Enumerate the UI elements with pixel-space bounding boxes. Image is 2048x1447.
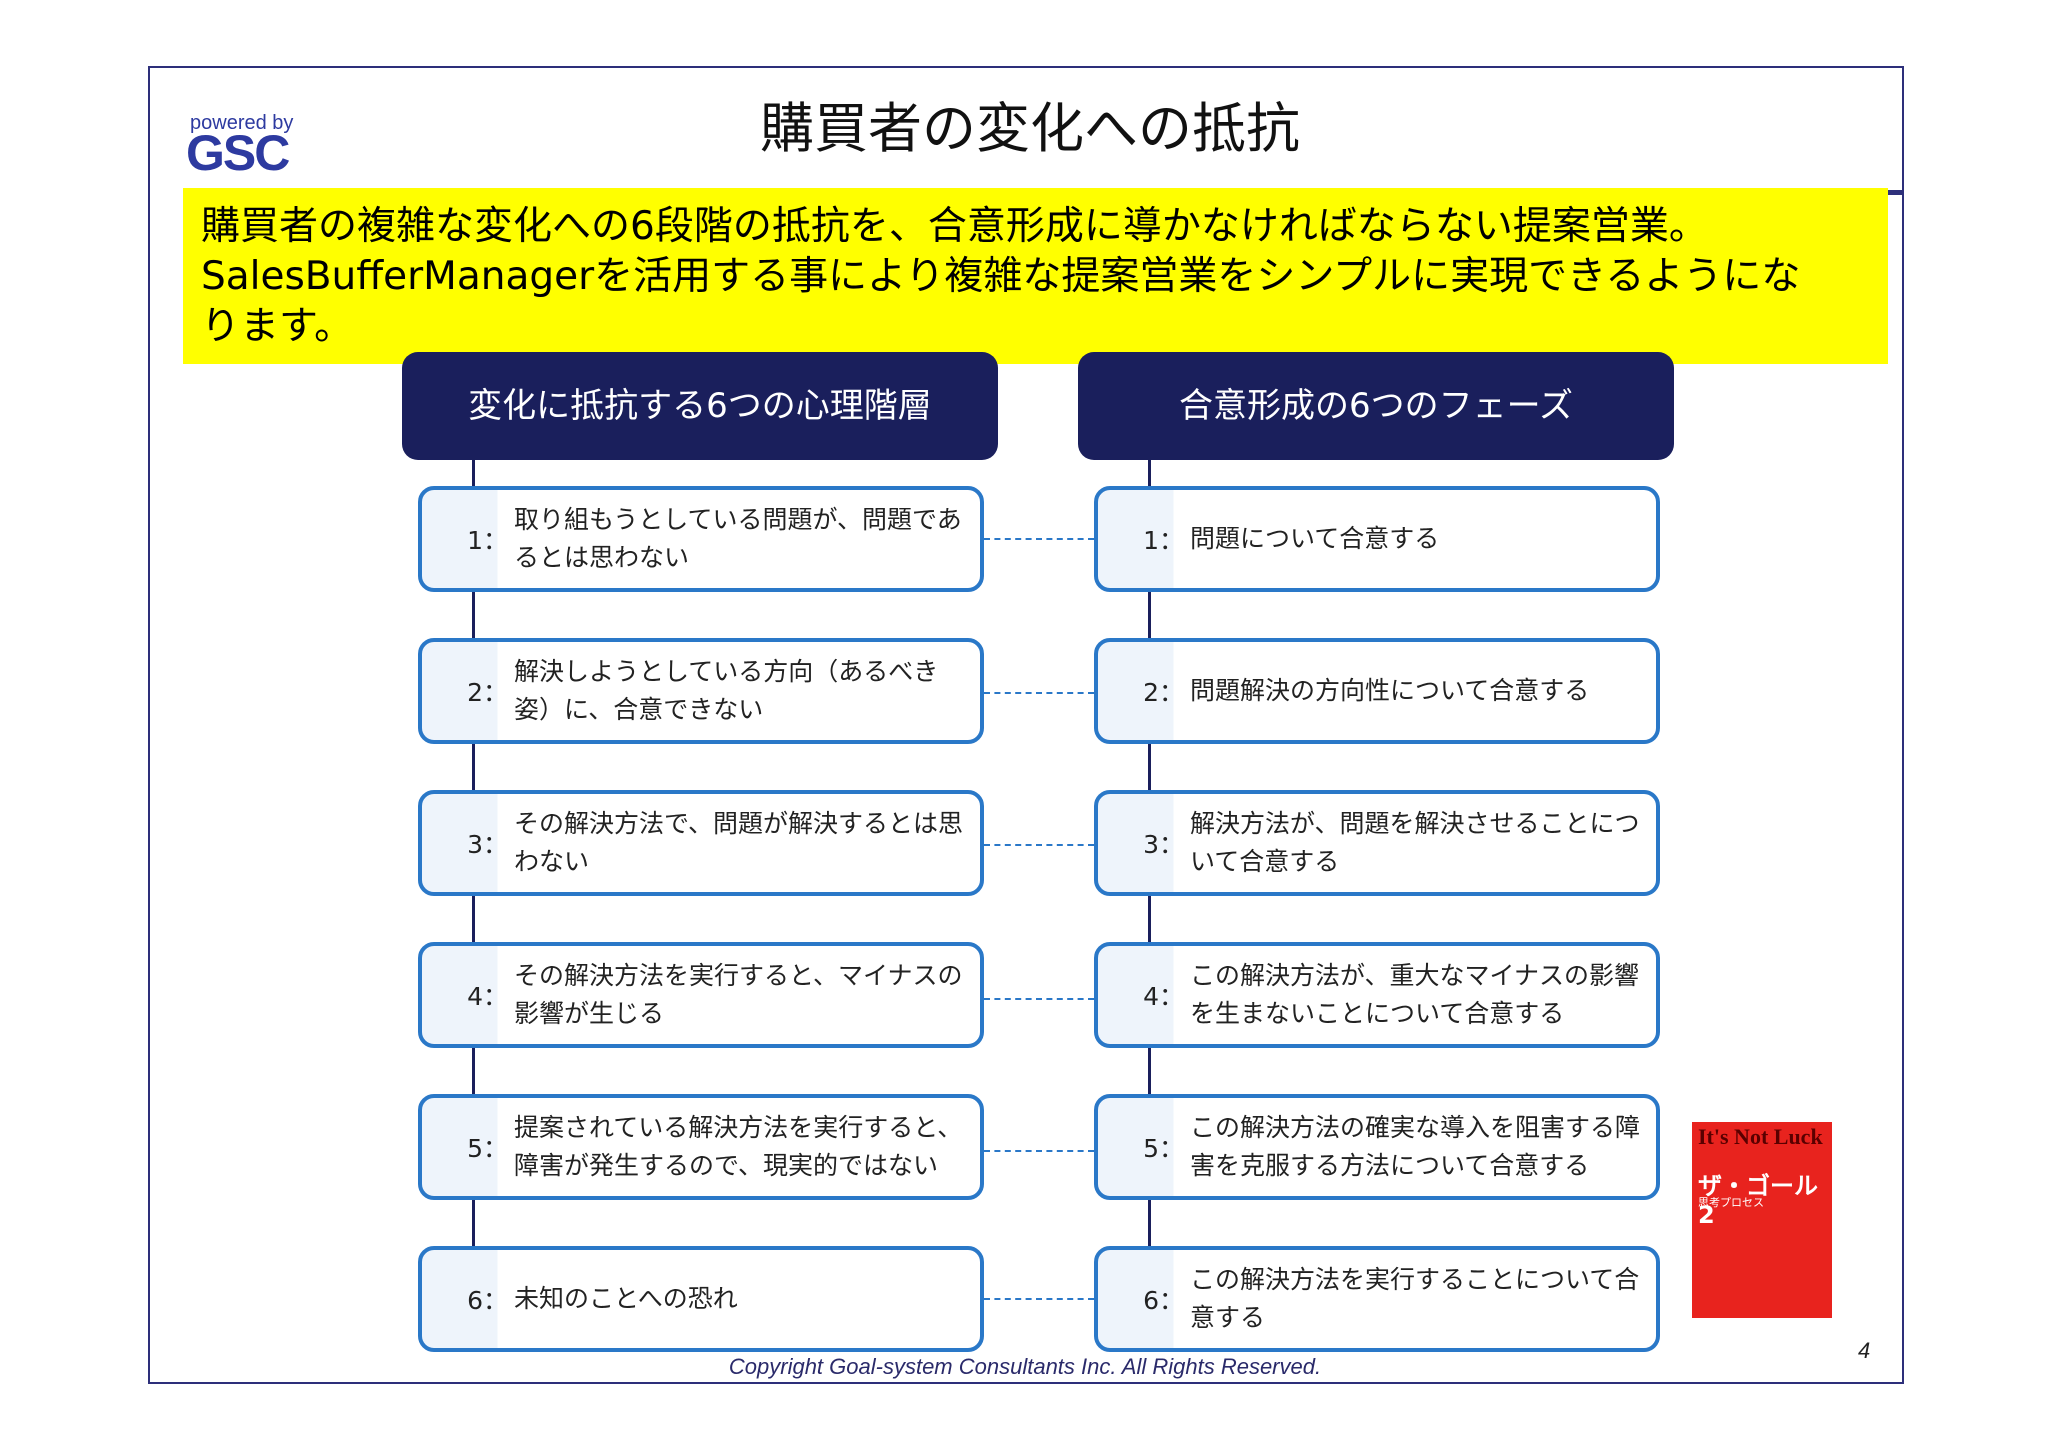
step-number: 6： <box>467 1286 508 1315</box>
banner-line-2: SalesBufferManagerを活用する事により複雑な提案営業をシンプルに… <box>201 254 1801 299</box>
step-number: 4： <box>467 982 508 1011</box>
logo-gsc: GSC <box>186 125 290 181</box>
step-text: 解決方法が、問題を解決させることについて合意する <box>1190 809 1640 876</box>
step-number: 4： <box>1143 982 1184 1011</box>
book-title-japanese: ザ・ゴール2 <box>1698 1172 1818 1229</box>
left-step-1: 1： 取り組もうとしている問題が、問題であるとは思わない <box>418 486 984 592</box>
right-step-5: 5： この解決方法の確実な導入を阻害する障害を克服する方法について合意する <box>1094 1094 1660 1200</box>
left-step-4: 4： その解決方法を実行すると、マイナスの影響が生じる <box>418 942 984 1048</box>
right-step-4: 4： この解決方法が、重大なマイナスの影響を生まないことについて合意する <box>1094 942 1660 1048</box>
right-step-1: 1： 問題について合意する <box>1094 486 1660 592</box>
banner-line-1: 購買者の複雑な変化への6段階の抵抗を、合意形成に導かなければならない提案営業。 <box>201 204 1708 249</box>
banner-line-3: ります。 <box>201 304 354 349</box>
step-text: 解決しようとしている方向（あるべき姿）に、合意できない <box>514 657 939 724</box>
step-text: この解決方法が、重大なマイナスの影響を生まないことについて合意する <box>1190 961 1640 1028</box>
step-text: 未知のことへの恐れ <box>514 1284 738 1313</box>
step-number: 6： <box>1143 1286 1184 1315</box>
step-number: 3： <box>1143 830 1184 859</box>
page-number: 4 <box>1858 1338 1871 1363</box>
book-cover-image: It's Not Luck ザ・ゴール2 思考プロセス <box>1692 1122 1832 1318</box>
step-number: 5： <box>1143 1134 1184 1163</box>
step-number: 3： <box>467 830 508 859</box>
step-number: 1： <box>1143 526 1184 555</box>
right-step-3: 3： 解決方法が、問題を解決させることについて合意する <box>1094 790 1660 896</box>
step-text: 問題について合意する <box>1190 524 1440 553</box>
copyright-text: Copyright Goal-system Consultants Inc. A… <box>728 1354 1322 1379</box>
step-link-1 <box>984 538 1094 540</box>
step-number: 1： <box>467 526 508 555</box>
book-title-english: It's Not Luck <box>1698 1124 1823 1149</box>
step-text: 問題解決の方向性について合意する <box>1190 676 1590 705</box>
step-link-6 <box>984 1298 1094 1300</box>
right-column-header: 合意形成の6つのフェーズ <box>1078 352 1674 460</box>
step-link-4 <box>984 998 1094 1000</box>
left-step-6: 6： 未知のことへの恐れ <box>418 1246 984 1352</box>
step-number: 2： <box>1143 678 1184 707</box>
step-text: その解決方法で、問題が解決するとは思わない <box>514 809 964 876</box>
logo-powered-by: powered by <box>190 112 294 134</box>
left-column-header: 変化に抵抗する6つの心理階層 <box>402 352 998 460</box>
left-step-2: 2： 解決しようとしている方向（あるべき姿）に、合意できない <box>418 638 984 744</box>
book-subtitle: 思考プロセス <box>1698 1196 1764 1209</box>
step-text: 提案されている解決方法を実行すると、障害が発生するので、現実的ではない <box>514 1113 963 1180</box>
step-number: 2： <box>467 678 508 707</box>
step-text: この解決方法の確実な導入を阻害する障害を克服する方法について合意する <box>1190 1113 1641 1180</box>
left-step-5: 5： 提案されている解決方法を実行すると、障害が発生するので、現実的ではない <box>418 1094 984 1200</box>
step-text: 取り組もうとしている問題が、問題であるとは思わない <box>514 505 962 572</box>
gsc-logo: powered by GSC <box>178 100 318 181</box>
step-number: 5： <box>467 1134 508 1163</box>
page-title: 購買者の変化への抵抗 <box>760 97 1300 160</box>
step-link-2 <box>984 692 1094 694</box>
step-link-5 <box>984 1150 1094 1152</box>
right-step-2: 2： 問題解決の方向性について合意する <box>1094 638 1660 744</box>
left-step-3: 3： その解決方法で、問題が解決するとは思わない <box>418 790 984 896</box>
right-step-6: 6： この解決方法を実行することについて合意する <box>1094 1246 1660 1352</box>
step-text: この解決方法を実行することについて合意する <box>1190 1265 1640 1332</box>
step-text: その解決方法を実行すると、マイナスの影響が生じる <box>514 961 963 1028</box>
step-link-3 <box>984 844 1094 846</box>
summary-banner: 購買者の複雑な変化への6段階の抵抗を、合意形成に導かなければならない提案営業。 … <box>183 188 1888 364</box>
